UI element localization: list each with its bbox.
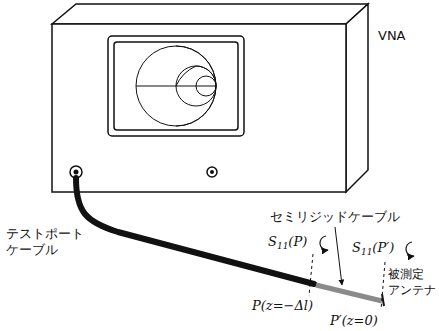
instrument-name: VNA — [378, 28, 406, 44]
vna-instrument — [52, 4, 368, 192]
cable-label: セミリジッドケーブル — [270, 209, 400, 225]
knob-center — [210, 170, 214, 174]
screen — [108, 36, 244, 136]
leader-line — [335, 227, 342, 285]
instrument-side — [346, 4, 368, 192]
smith-chart — [136, 46, 216, 126]
antenna-label: 被測定 アンテナ — [388, 266, 436, 298]
semi-rigid-cable — [316, 285, 382, 301]
reference-plane-p — [309, 254, 313, 296]
s-parameter: S11(P′) — [352, 240, 394, 256]
knob — [207, 167, 217, 177]
plane-label: P(z=−Δl) — [252, 298, 313, 314]
test-port-cable — [76, 178, 314, 284]
cable-label: テストポート ケーブル — [6, 226, 88, 258]
s-parameter: S11(P) — [268, 234, 307, 250]
reflection-arrow — [406, 242, 414, 256]
plane-label: P′(z=0) — [330, 313, 378, 329]
screen-inner — [114, 42, 238, 130]
instrument-top — [52, 4, 368, 24]
instrument-front — [52, 24, 346, 192]
reflection-arrow — [320, 236, 328, 250]
test-port-center — [74, 170, 79, 175]
reference-plane-p-prime — [381, 262, 385, 310]
